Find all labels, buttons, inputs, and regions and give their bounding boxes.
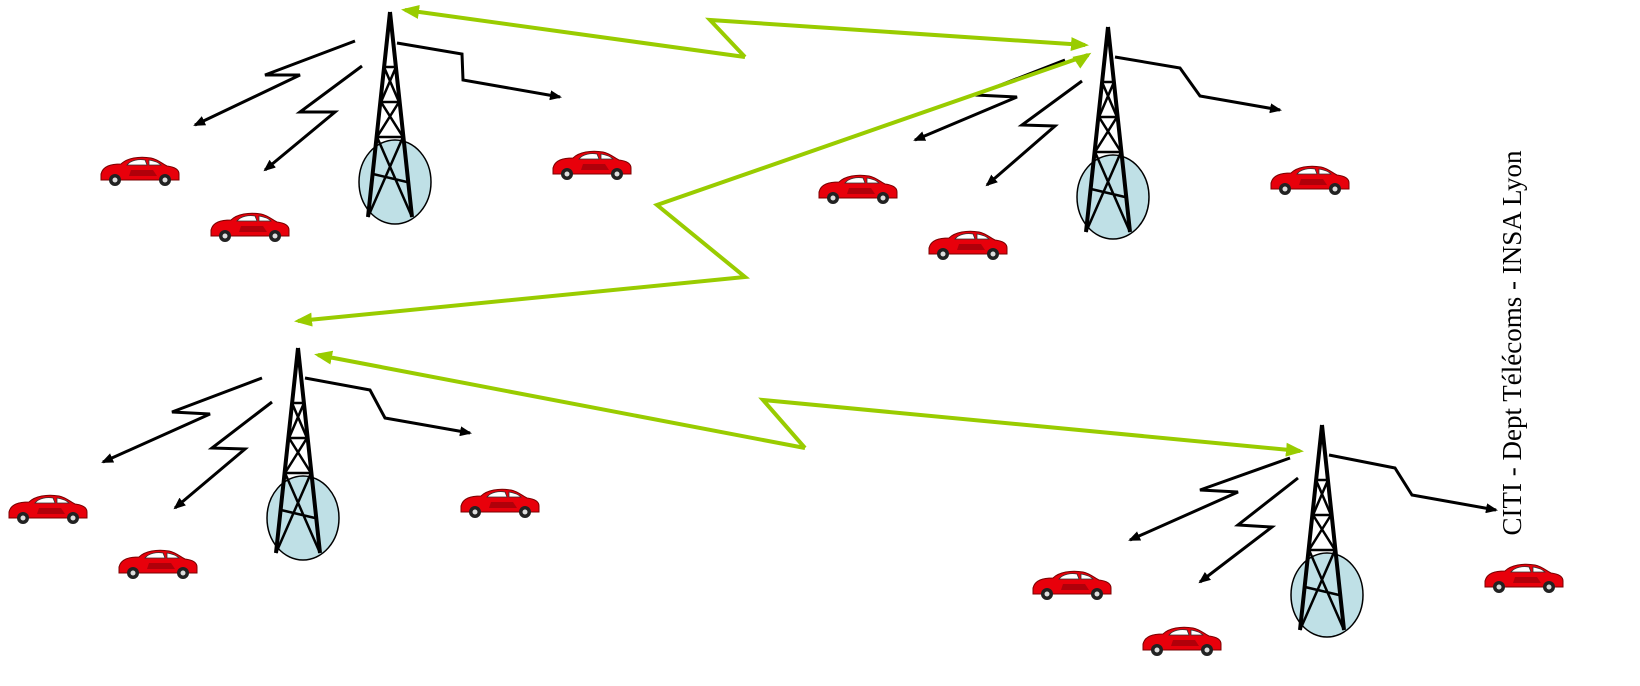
red-car-icon: [461, 489, 539, 518]
cell-top-right: [819, 27, 1349, 260]
red-car-icon: [119, 550, 197, 579]
red-car-icon: [1033, 571, 1111, 600]
red-car-icon: [819, 175, 897, 204]
radio-link-arrow: [265, 66, 362, 170]
backbone-link-arrow: [318, 355, 805, 448]
red-car-icon: [553, 151, 631, 180]
red-car-icon: [1271, 166, 1349, 195]
cell-bottom-right: [1033, 425, 1563, 656]
red-car-icon: [101, 157, 179, 186]
radio-link-arrow: [175, 402, 272, 508]
antenna-tower-icon: [267, 348, 339, 560]
backbone-link-arrow: [1085, 55, 1088, 57]
red-car-icon: [1143, 627, 1221, 656]
backbone-link-arrow: [710, 20, 1085, 57]
radio-link-arrow: [1115, 57, 1280, 110]
cell-top-left: [101, 12, 631, 242]
antenna-tower-icon: [359, 12, 431, 224]
red-car-icon: [9, 495, 87, 524]
backbone-links: [298, 10, 1300, 451]
antenna-tower-icon: [1291, 425, 1363, 637]
red-car-icon: [929, 231, 1007, 260]
radio-link-arrow: [305, 378, 470, 433]
radio-link-arrow: [397, 43, 560, 97]
red-car-icon: [211, 213, 289, 242]
backbone-link-arrow: [763, 400, 1300, 451]
radio-link-arrow: [1200, 478, 1298, 582]
backbone-link-arrow: [405, 10, 745, 57]
side-label: CITI - Dept Télécoms - INSA Lyon: [1492, 43, 1532, 643]
antenna-tower-icon: [1077, 27, 1149, 239]
radio-link-arrow: [1329, 455, 1496, 510]
